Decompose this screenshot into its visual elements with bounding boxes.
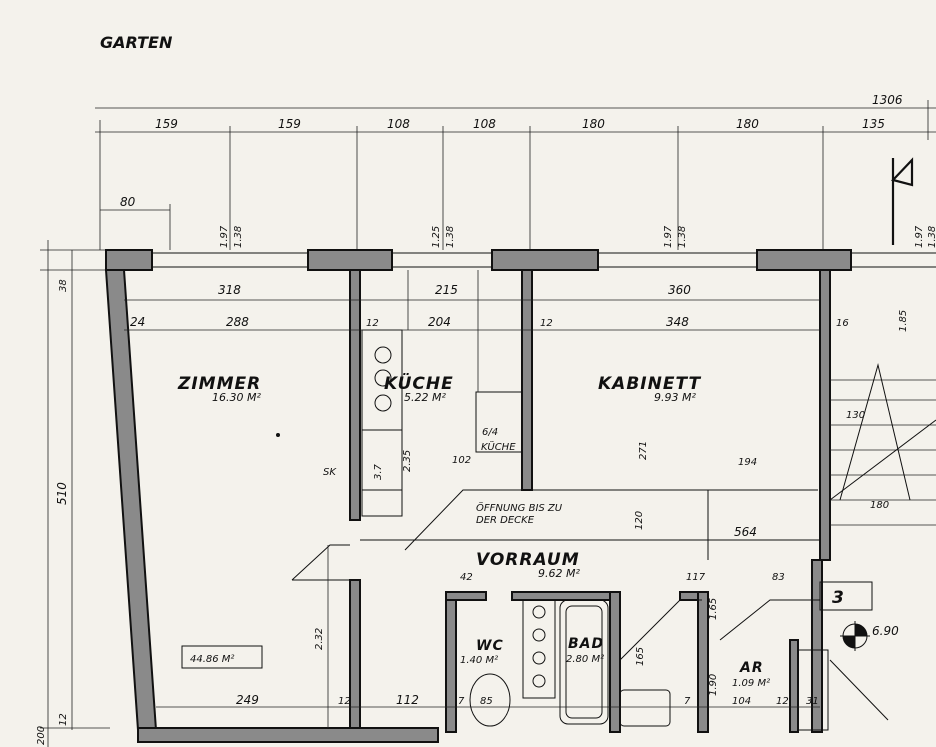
opening-note-line2: DER DECKE	[476, 515, 535, 526]
dim-top-5: 180	[582, 117, 605, 131]
dim-120: 120	[634, 511, 645, 530]
dim-top-3: 108	[387, 117, 410, 131]
ceiling-point-icon	[276, 433, 280, 437]
dim-top-1: 159	[155, 117, 178, 131]
sill-1: 1.97	[219, 225, 230, 248]
dim-165b: 165	[635, 647, 646, 666]
dim-top-4: 108	[473, 117, 496, 131]
kueche-unit-top: 6/4	[482, 427, 498, 438]
dim-180: 180	[870, 500, 889, 511]
opening-outline	[291, 489, 820, 728]
dim-total: 1306	[872, 93, 903, 107]
dim-b-31: 31	[806, 696, 819, 707]
dim-h-38: 38	[58, 279, 69, 292]
dim-37: 3.7	[373, 463, 384, 480]
section-arrow-icon	[890, 157, 914, 245]
dim-b-7a: 7	[458, 696, 465, 707]
top-dimension-lines	[95, 100, 936, 250]
dim-b-249: 249	[236, 693, 259, 707]
room-vorraum-area: 9.62 M²	[538, 567, 580, 580]
room-bad-area: 2.80 M²	[566, 654, 604, 665]
dim-165a: 1.65	[708, 598, 719, 620]
room-zimmer-area: 16.30 M²	[212, 391, 261, 404]
room-kabinett-area: 9.93 M²	[654, 391, 696, 404]
sill-2b: 1.38	[445, 226, 456, 248]
kueche-unit-label: KÜCHE	[481, 440, 516, 453]
walls	[104, 249, 936, 743]
dim-12b: 12	[540, 318, 553, 329]
kitchen-fixtures	[361, 270, 523, 517]
dim-348: 348	[666, 315, 689, 329]
dim-271: 271	[638, 441, 649, 460]
room-kabinett-name: KABINETT	[598, 374, 701, 394]
sill-2: 1.25	[431, 226, 442, 248]
room-wc-name: WC	[476, 638, 504, 654]
dim-117: 117	[686, 572, 706, 583]
level-value: 6.90	[872, 624, 899, 638]
dim-h-12: 12	[58, 713, 69, 726]
dim-h-510: 510	[55, 482, 69, 505]
room-ar-name: AR	[739, 660, 764, 676]
dim-130: 130	[846, 410, 865, 421]
room-bad-name: BAD	[568, 636, 604, 652]
dim-42: 42	[460, 572, 473, 583]
sill-1b: 1.38	[233, 226, 244, 248]
room-vorraum-name: VORRAUM	[476, 550, 580, 570]
sill-4b: 1.38	[927, 226, 936, 248]
sill-3: 1.97	[663, 225, 674, 248]
dim-b-104: 104	[732, 696, 751, 707]
dim-16: 16	[836, 318, 849, 329]
dim-360: 360	[668, 283, 691, 297]
dim-232: 2.32	[314, 628, 325, 650]
dim-102: 102	[452, 455, 471, 466]
garden-label: GARTEN	[100, 33, 173, 52]
dim-24: 24	[130, 315, 145, 329]
room-kueche-area: 5.22 M²	[404, 391, 446, 404]
dim-b-12b: 12	[776, 696, 789, 707]
dim-top-7: 135	[862, 117, 885, 131]
dim-top-2: 159	[278, 117, 301, 131]
dim-b-112: 112	[396, 693, 419, 707]
dim-h-200: 200	[36, 726, 47, 745]
dim-b-12: 12	[338, 696, 351, 707]
level-marker-icon	[840, 621, 870, 651]
sill-4: 1.97	[914, 225, 925, 248]
room-zimmer-name: ZIMMER	[177, 374, 261, 394]
room-wc-area: 1.40 M²	[460, 655, 498, 666]
dim-offset-80: 80	[120, 195, 136, 209]
total-area-box	[181, 645, 263, 669]
dim-288: 288	[226, 315, 249, 329]
dim-235: 2.35	[402, 450, 413, 472]
dim-b-7b: 7	[684, 696, 691, 707]
bathroom-fixtures	[469, 599, 889, 731]
dim-top-6: 180	[736, 117, 759, 131]
dim-12a: 12	[366, 318, 379, 329]
dim-194: 194	[738, 457, 757, 468]
dim-564: 564	[734, 525, 757, 539]
total-area: 44.86 M²	[190, 654, 234, 665]
opening-note-line1: ÖFFNUNG BIS ZU	[476, 501, 563, 514]
stair-number: 3	[832, 588, 844, 608]
dim-318: 318	[218, 283, 241, 297]
dim-204: 204	[428, 315, 451, 329]
dim-83: 83	[772, 572, 785, 583]
stair-number-box	[819, 581, 873, 611]
room-kueche-name: KÜCHE	[384, 372, 454, 394]
dim-185: 1.85	[898, 310, 909, 332]
left-dimension-lines	[40, 240, 110, 747]
dim-215: 215	[435, 283, 458, 297]
staircase	[829, 363, 936, 526]
dim-190: 1.90	[708, 674, 719, 696]
room-ar-area: 1.09 M²	[732, 678, 770, 689]
sill-3b: 1.38	[677, 226, 688, 248]
sk-label: SK	[323, 467, 337, 478]
dim-b-85: 85	[480, 696, 493, 707]
